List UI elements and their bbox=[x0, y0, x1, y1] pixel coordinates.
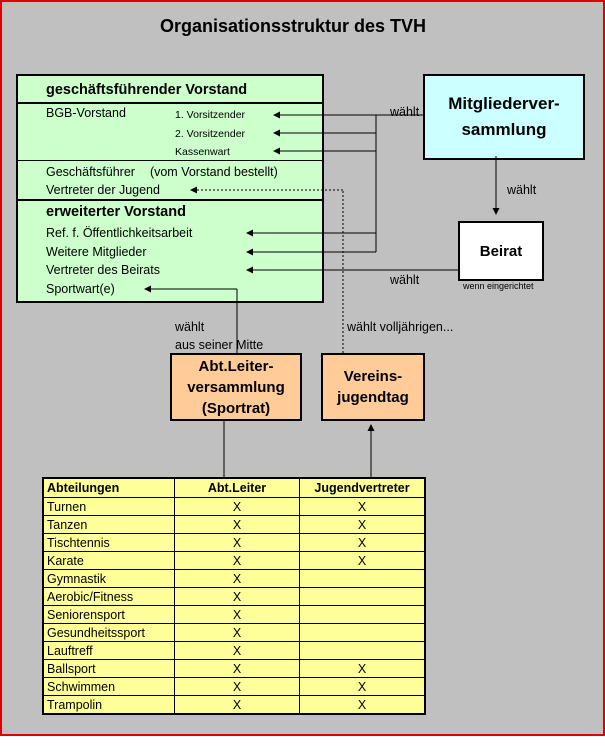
table-header-row: Abteilungen Abt.Leiter Jugendvertreter bbox=[42, 477, 426, 498]
vorstand-box: geschäftsführender Vorstand BGB-Vorstand… bbox=[16, 74, 324, 303]
vereinsjugendtag-box: Vereins-jugendtag bbox=[321, 353, 425, 421]
vertreter-jugend: Vertreter der Jugend bbox=[46, 183, 160, 197]
cell-jugendvertreter bbox=[299, 623, 426, 642]
vorstand-header: geschäftsführender Vorstand bbox=[46, 82, 248, 98]
bgb-label: BGB-Vorstand bbox=[46, 106, 126, 120]
cell-abteilung: Schwimmen bbox=[42, 677, 175, 696]
cell-abteilung: Seniorensport bbox=[42, 605, 175, 624]
cell-abteilung: Gymnastik bbox=[42, 569, 175, 588]
bgb-member-1: 1. Vorsitzender bbox=[175, 109, 246, 121]
label-aus-seiner-mitte: aus seiner Mitte bbox=[175, 338, 264, 352]
cell-jugendvertreter: X bbox=[299, 551, 426, 570]
beirat-note: wenn eingerichtet bbox=[463, 281, 534, 291]
label-waehlt-beirat: wählt bbox=[390, 273, 420, 287]
abt-line2: versammlung bbox=[187, 378, 285, 396]
cell-abt-leiter: X bbox=[174, 659, 300, 678]
header-abt-leiter: Abt.Leiter bbox=[174, 477, 300, 498]
beirat-box: Beirat bbox=[458, 221, 544, 281]
cell-jugendvertreter bbox=[299, 605, 426, 624]
page-title: Organisationsstruktur des TVH bbox=[160, 16, 427, 36]
jug-line1: Vereins- bbox=[343, 368, 403, 385]
mv-line1: Mitgliederver- bbox=[448, 94, 560, 113]
cell-jugendvertreter: X bbox=[299, 695, 426, 715]
cell-abteilung: Tanzen bbox=[42, 515, 175, 534]
erweitert-member-4: Sportwart(e) bbox=[46, 282, 115, 296]
cell-abteilung: Aerobic/Fitness bbox=[42, 587, 175, 606]
cell-abteilung: Ballsport bbox=[42, 659, 175, 678]
cell-abteilung: Trampolin bbox=[42, 695, 175, 715]
cell-abt-leiter: X bbox=[174, 515, 300, 534]
cell-abt-leiter: X bbox=[174, 677, 300, 696]
diagram-frame: Organisationsstruktur des TVH geschäftsf… bbox=[0, 0, 605, 736]
cell-jugendvertreter bbox=[299, 569, 426, 588]
label-waehlt-jugend: wählt volljährigen... bbox=[347, 320, 454, 334]
header-jugendvertreter: Jugendvertreter bbox=[299, 477, 426, 498]
cell-abt-leiter: X bbox=[174, 641, 300, 660]
cell-abteilung: Karate bbox=[42, 551, 175, 570]
abt-leiter-versammlung-box: Abt.Leiter-versammlung (Sportrat) bbox=[170, 353, 302, 421]
cell-abteilung: Turnen bbox=[42, 497, 175, 516]
label-waehlt-beirat-from-mv: wählt bbox=[507, 183, 537, 197]
cell-abt-leiter: X bbox=[174, 533, 300, 552]
erweitert-header: erweiterter Vorstand bbox=[46, 204, 186, 220]
abt-line1: Abt.Leiter- bbox=[198, 357, 274, 375]
bgb-member-2: 2. Vorsitzender bbox=[175, 128, 246, 140]
cell-abt-leiter: X bbox=[174, 605, 300, 624]
cell-jugendvertreter: X bbox=[299, 533, 426, 552]
erweitert-member-3: Vertreter des Beirats bbox=[46, 263, 160, 277]
mv-line2: sammlung bbox=[461, 120, 547, 139]
cell-abt-leiter: X bbox=[174, 551, 300, 570]
cell-abteilung: Tischtennis bbox=[42, 533, 175, 552]
cell-jugendvertreter: X bbox=[299, 497, 426, 516]
geschaeftsfuehrer: Geschäftsführer(vom Vorstand bestellt) bbox=[46, 165, 278, 179]
abt-line3: (Sportrat) bbox=[201, 399, 271, 417]
cell-abt-leiter: X bbox=[174, 569, 300, 588]
cell-jugendvertreter: X bbox=[299, 515, 426, 534]
label-waehlt-sportwart: wählt bbox=[175, 320, 205, 334]
header-abteilungen: Abteilungen bbox=[42, 477, 175, 498]
cell-jugendvertreter: X bbox=[299, 659, 426, 678]
erweitert-member-1: Ref. f. Öffentlichkeitsarbeit bbox=[46, 226, 193, 240]
erweitert-member-2: Weitere Mitglieder bbox=[46, 245, 147, 259]
bgb-member-3: Kassenwart bbox=[175, 146, 230, 158]
cell-abt-leiter: X bbox=[174, 623, 300, 642]
cell-jugendvertreter bbox=[299, 587, 426, 606]
mitgliederversammlung-box: Mitgliederver-sammlung bbox=[423, 74, 585, 160]
abteilungen-table: Abteilungen Abt.Leiter Jugendvertreter T… bbox=[42, 477, 426, 715]
cell-jugendvertreter: X bbox=[299, 677, 426, 696]
cell-abt-leiter: X bbox=[174, 587, 300, 606]
beirat-label: Beirat bbox=[479, 242, 523, 260]
cell-abt-leiter: X bbox=[174, 695, 300, 715]
cell-abteilung: Gesundheitssport bbox=[42, 623, 175, 642]
cell-abteilung: Lauftreff bbox=[42, 641, 175, 660]
jug-line2: jugendtag bbox=[337, 389, 409, 406]
connector-lines bbox=[144, 111, 500, 477]
cell-abt-leiter: X bbox=[174, 497, 300, 516]
cell-jugendvertreter bbox=[299, 641, 426, 660]
